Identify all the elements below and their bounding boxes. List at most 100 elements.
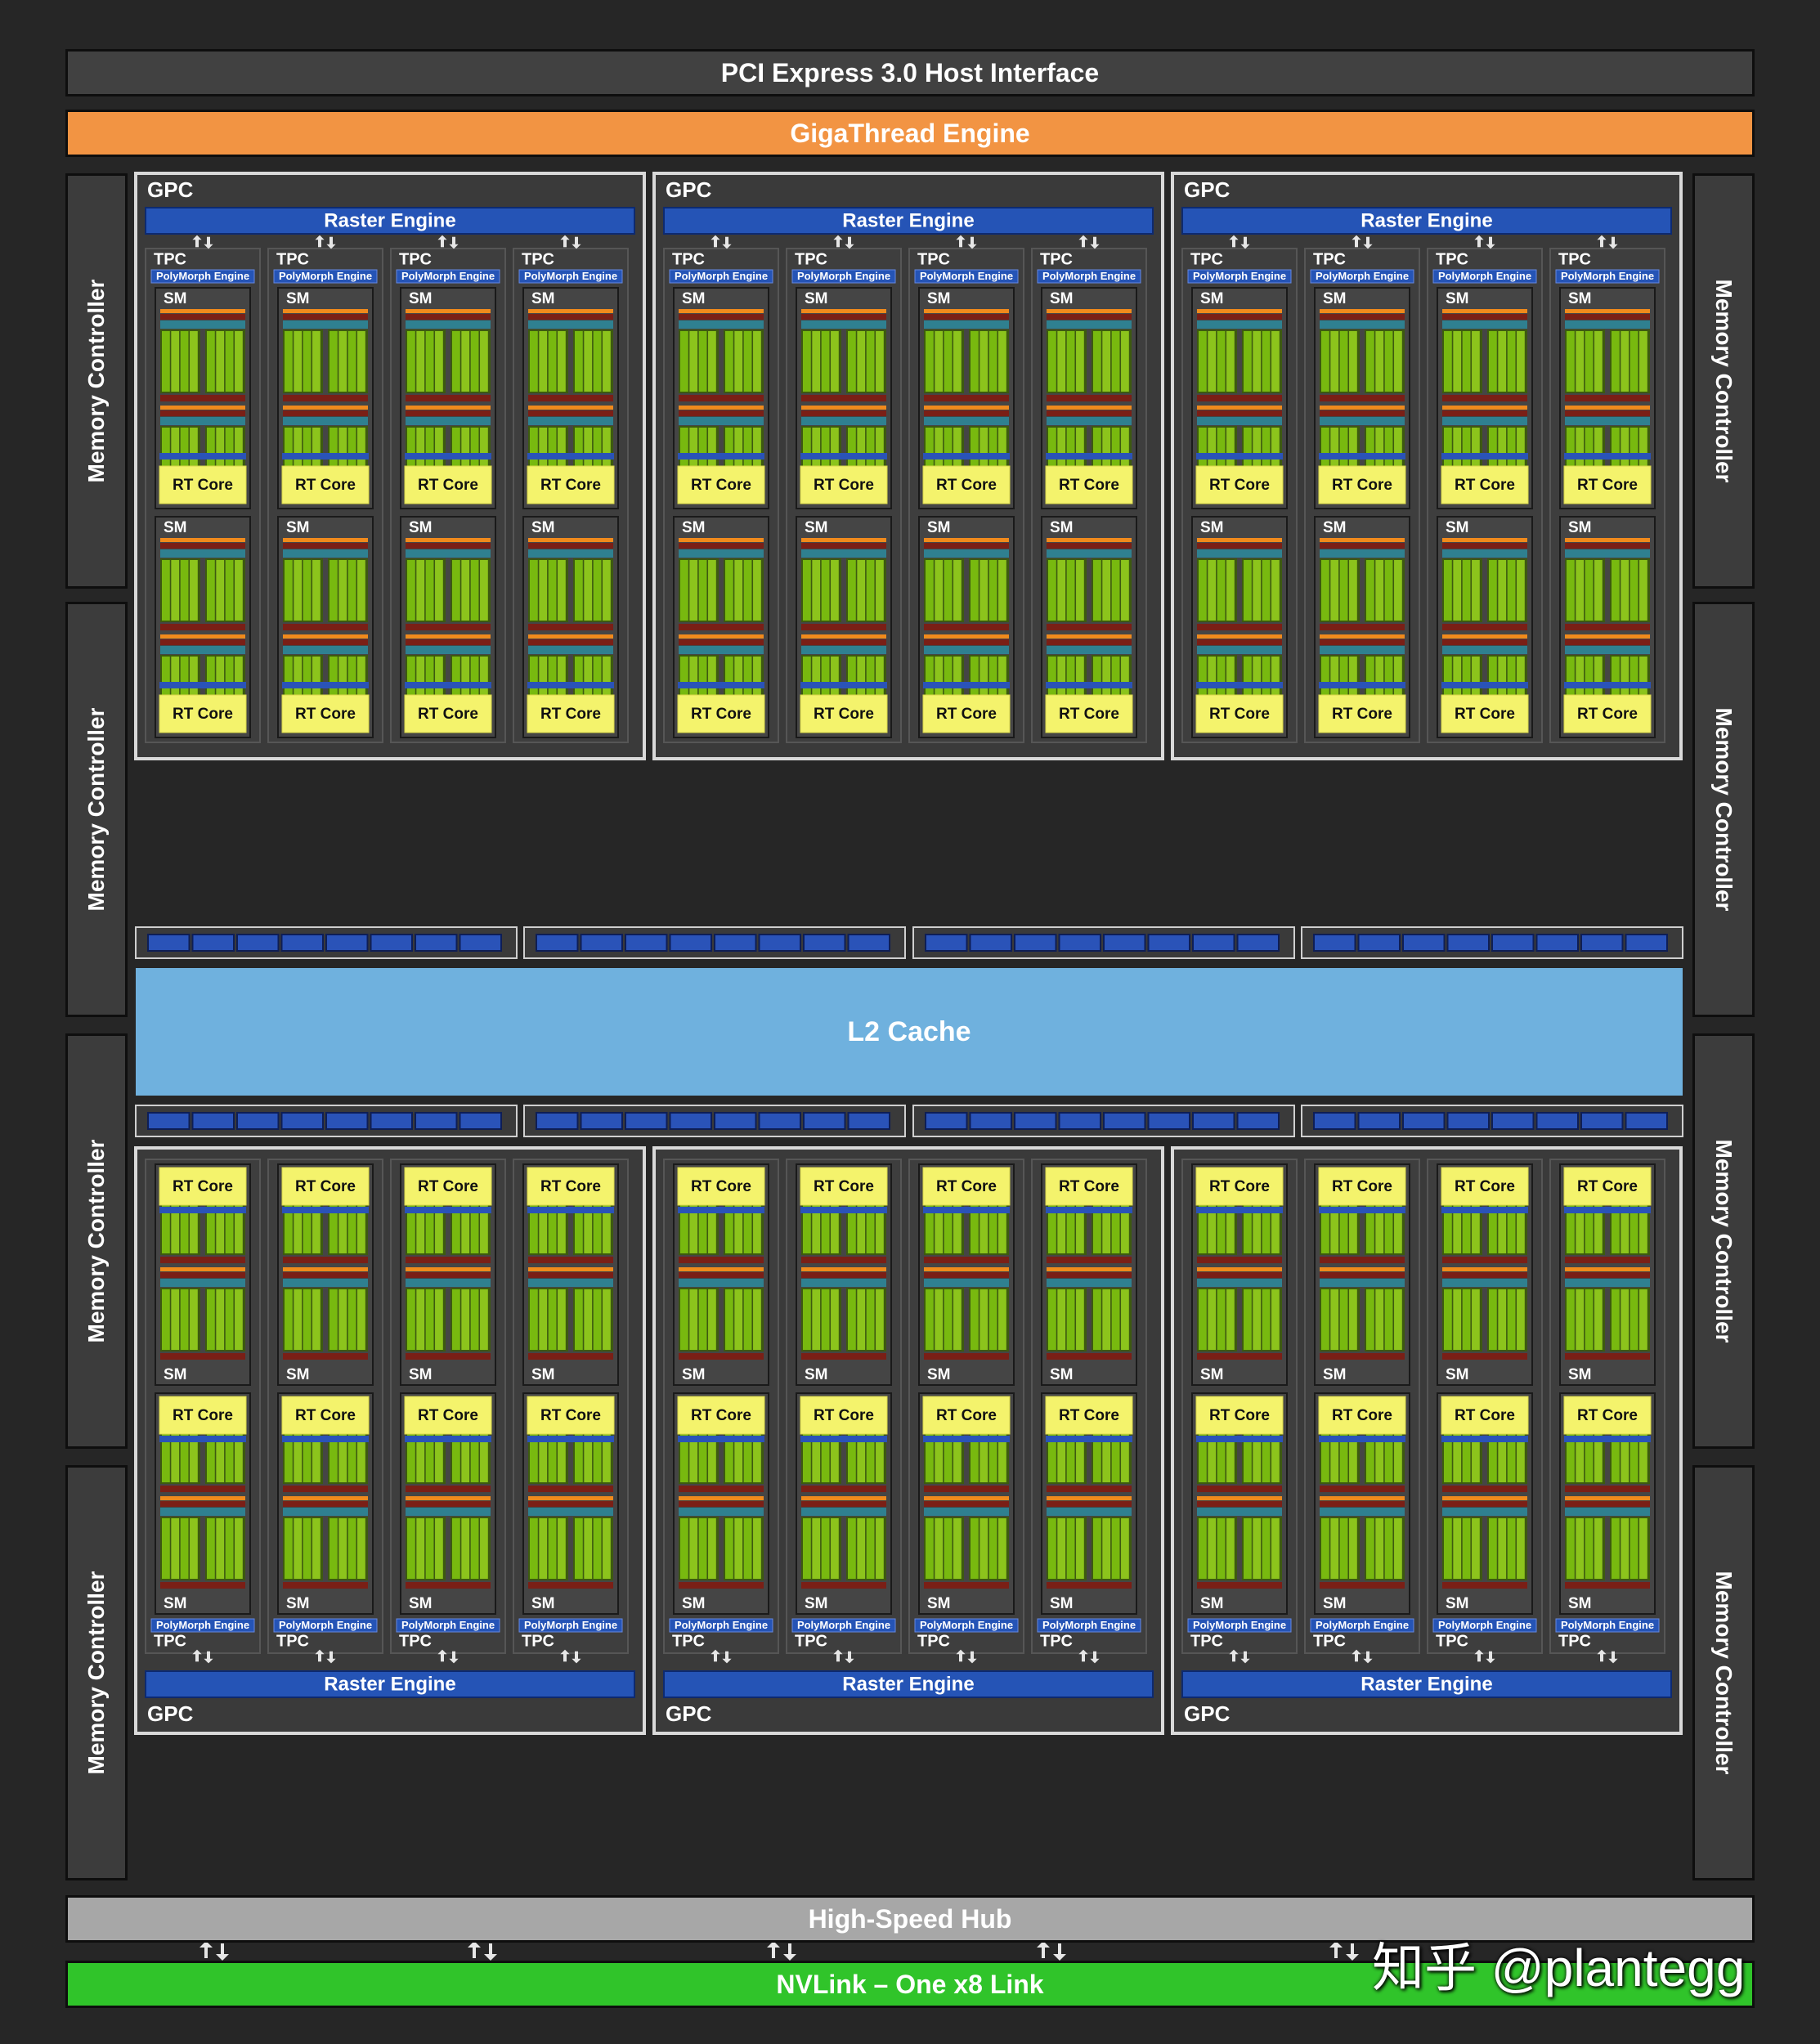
cuda-core-column bbox=[734, 1289, 743, 1350]
cuda-core-column bbox=[1621, 560, 1629, 621]
bidirectional-arrow-icon bbox=[315, 235, 336, 249]
interconnect-arrows bbox=[192, 235, 1618, 1961]
sm-orange-strip bbox=[160, 309, 245, 313]
cuda-core-column bbox=[1271, 1422, 1280, 1482]
sm-lsu-strip bbox=[1197, 1353, 1282, 1360]
sm-lsu-strip bbox=[924, 395, 1009, 401]
cuda-core-column bbox=[407, 331, 415, 392]
sm-teal-strip bbox=[528, 549, 613, 558]
sm-texture-strip bbox=[527, 1207, 614, 1213]
l2-slice-bank bbox=[135, 1105, 518, 1137]
cuda-core-column bbox=[303, 1518, 312, 1579]
sm-teal-strip bbox=[283, 549, 368, 558]
polymorph-engine bbox=[273, 269, 378, 284]
cuda-core-column bbox=[575, 331, 583, 392]
cuda-core-column bbox=[470, 1193, 479, 1253]
cuda-core-column bbox=[821, 1518, 830, 1579]
arrow-head bbox=[1363, 244, 1373, 249]
gpc-label: GPC bbox=[666, 177, 712, 202]
rt-core bbox=[527, 1396, 615, 1435]
cuda-core-column bbox=[848, 560, 856, 621]
arrow-head bbox=[1597, 1649, 1607, 1655]
sm-texture-strip bbox=[923, 1207, 1010, 1213]
l2-slice-bank bbox=[523, 1105, 906, 1137]
cuda-core-column bbox=[753, 560, 761, 621]
bidirectional-arrow-icon bbox=[1229, 1649, 1250, 1664]
cuda-core-column bbox=[1444, 1518, 1452, 1579]
cuda-core-column bbox=[180, 1289, 189, 1350]
cuda-core-column bbox=[1489, 331, 1497, 392]
cuda-core-column bbox=[452, 1193, 460, 1253]
cuda-core-column bbox=[1102, 1518, 1111, 1579]
sm-teal-strip bbox=[1565, 320, 1650, 329]
sm-texture-strip bbox=[1441, 1436, 1528, 1442]
cuda-core-column bbox=[935, 331, 944, 392]
sm-lsu-strip bbox=[1047, 1486, 1132, 1492]
cuda-core-column bbox=[1217, 1518, 1226, 1579]
arrow-head bbox=[192, 235, 202, 240]
cuda-core-column bbox=[926, 1193, 934, 1253]
sm-texture-strip bbox=[405, 453, 491, 459]
cuda-core-column bbox=[329, 331, 338, 392]
cuda-core-column bbox=[162, 1289, 170, 1350]
sm-teal-strip bbox=[1197, 549, 1282, 558]
cuda-core-column bbox=[1076, 1422, 1084, 1482]
cuda-core-column bbox=[347, 560, 356, 621]
sm-orange-strip bbox=[1442, 538, 1527, 542]
cuda-core-column bbox=[303, 1193, 312, 1253]
cuda-core-column bbox=[452, 1422, 460, 1482]
cuda-core-column bbox=[821, 331, 830, 392]
rt-core-label: RT Core bbox=[1059, 1178, 1119, 1195]
cuda-core-column bbox=[1453, 560, 1462, 621]
sm-label: SM bbox=[805, 1366, 828, 1383]
cuda-core-column bbox=[1076, 1193, 1084, 1253]
polymorph-engine bbox=[1037, 1618, 1141, 1633]
sm-register-strip bbox=[1442, 543, 1527, 549]
l2-slice-bank bbox=[1301, 1105, 1683, 1137]
bidirectional-arrow-icon bbox=[437, 1649, 459, 1664]
bidirectional-arrow-icon bbox=[1597, 235, 1618, 249]
l2-slice bbox=[1402, 1112, 1446, 1130]
l2-slice bbox=[236, 1112, 280, 1130]
cuda-core-column bbox=[1262, 331, 1271, 392]
sm-texture-strip bbox=[1046, 1207, 1132, 1213]
cuda-core-column bbox=[1330, 331, 1339, 392]
sm-label: SM bbox=[1568, 1595, 1592, 1612]
cuda-core-column bbox=[425, 560, 434, 621]
cuda-core-column bbox=[708, 1518, 716, 1579]
sm-register-strip bbox=[1565, 1501, 1650, 1507]
l2-slice bbox=[370, 1112, 413, 1130]
cuda-core-column bbox=[1576, 1289, 1585, 1350]
sm-lsu-strip bbox=[283, 624, 368, 630]
cuda-core-column bbox=[1444, 560, 1452, 621]
sm-teal-strip bbox=[801, 1508, 886, 1516]
bidirectional-arrow-icon bbox=[711, 1649, 732, 1664]
cuda-core-column bbox=[1102, 1422, 1111, 1482]
cuda-core-column bbox=[1375, 560, 1384, 621]
sm-orange-strip bbox=[801, 538, 886, 542]
l2-slice bbox=[580, 1112, 623, 1130]
sm-texture-strip bbox=[527, 1436, 614, 1442]
cuda-core-column bbox=[1585, 1422, 1594, 1482]
cuda-core-column bbox=[821, 1422, 830, 1482]
cuda-core-column bbox=[338, 1422, 347, 1482]
cuda-core-column bbox=[953, 560, 962, 621]
bidirectional-arrow-icon bbox=[1037, 1941, 1066, 1961]
arrow-head bbox=[572, 1658, 581, 1664]
sm-teal-strip bbox=[1320, 417, 1405, 425]
sm-register-strip bbox=[1047, 1501, 1132, 1507]
cuda-core-column bbox=[1639, 560, 1647, 621]
cuda-core-column bbox=[338, 331, 347, 392]
cuda-core-column bbox=[180, 331, 189, 392]
arrow-head bbox=[1486, 244, 1495, 249]
sm-teal-strip bbox=[679, 417, 764, 425]
sm-orange-strip bbox=[160, 1496, 245, 1500]
sm-label: SM bbox=[531, 519, 555, 536]
cuda-core-column bbox=[416, 1193, 425, 1253]
cuda-core-column bbox=[1639, 1289, 1647, 1350]
rt-core-label: RT Core bbox=[1455, 706, 1515, 723]
cuda-core-column bbox=[998, 1289, 1006, 1350]
